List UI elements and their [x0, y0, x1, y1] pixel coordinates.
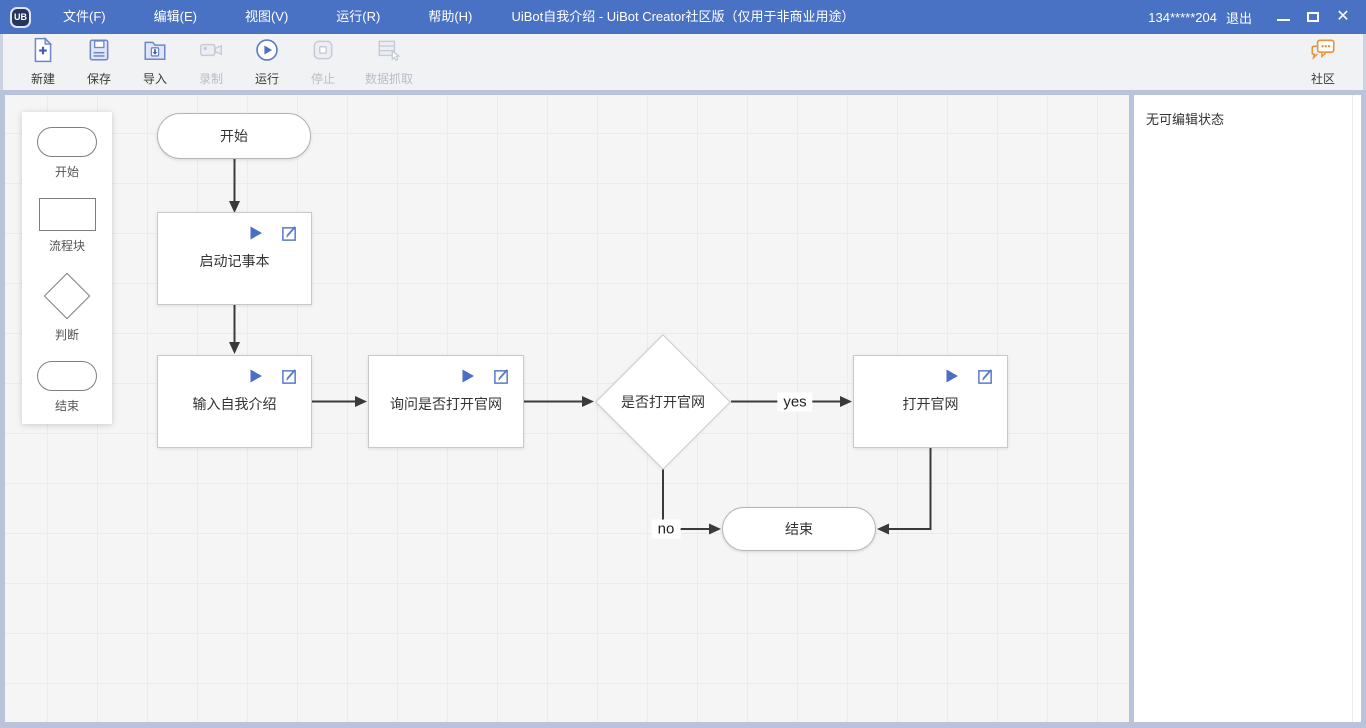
run-icon — [254, 37, 280, 68]
flow-node-start[interactable]: 开始 — [157, 113, 311, 159]
node-label: 结束 — [785, 521, 813, 537]
tool-label: 停止 — [310, 72, 335, 86]
node-label: 开始 — [220, 128, 248, 144]
save-button[interactable]: 保存 — [71, 37, 127, 87]
tool-label: 新建 — [30, 72, 55, 86]
menu-bar: 文件(F) 编辑(E) 视图(V) 运行(R) 帮助(H) — [51, 0, 508, 34]
record-button: 录制 — [183, 37, 239, 87]
minimize-button[interactable] — [1268, 0, 1298, 34]
edge-label-no: no — [651, 519, 681, 539]
tool-label: 数据抓取 — [364, 72, 413, 86]
title-bar: UB 文件(F) 编辑(E) 视图(V) 运行(R) 帮助(H) UiBot自我… — [0, 0, 1366, 34]
property-panel: 无可编辑状态 — [1134, 95, 1361, 722]
decision-shape-icon — [43, 272, 91, 320]
flow-node-ask-open-site[interactable]: 询问是否打开官网 — [368, 355, 524, 448]
maximize-button[interactable] — [1298, 0, 1328, 34]
tool-label: 社区 — [1310, 72, 1335, 86]
minimize-icon — [1276, 19, 1290, 21]
menu-view[interactable]: 视图(V) — [244, 9, 289, 24]
start-shape-icon — [37, 127, 97, 157]
node-label: 询问是否打开官网 — [390, 396, 502, 412]
panel-scrollbar[interactable] — [1352, 95, 1361, 722]
process-shape-icon — [38, 198, 96, 231]
palette-label: 结束 — [54, 399, 79, 413]
titlebar-right: 134*****204 退出 ✕ — [1148, 0, 1358, 34]
tool-label: 导入 — [142, 72, 167, 86]
edit-block-icon[interactable] — [493, 368, 510, 385]
shape-palette: 开始 流程块 判断 结束 — [22, 112, 112, 424]
flow-node-type-self-intro[interactable]: 输入自我介绍 — [157, 355, 312, 448]
tool-label: 运行 — [254, 72, 279, 86]
tool-label: 保存 — [86, 72, 111, 86]
menu-run[interactable]: 运行(R) — [336, 9, 381, 24]
close-button[interactable]: ✕ — [1336, 8, 1350, 25]
menu-edit[interactable]: 编辑(E) — [153, 9, 197, 24]
menu-help[interactable]: 帮助(H) — [428, 9, 473, 24]
new-button[interactable]: 新建 — [15, 37, 71, 87]
save-icon — [86, 37, 112, 68]
run-block-icon[interactable] — [248, 368, 264, 385]
tool-label: 录制 — [198, 72, 223, 86]
run-block-icon[interactable] — [944, 368, 960, 385]
flowchart-canvas[interactable]: 开始 流程块 判断 结束 — [5, 95, 1129, 722]
flow-node-open-site[interactable]: 打开官网 — [853, 355, 1008, 448]
node-label: 是否打开官网 — [621, 393, 705, 410]
import-button[interactable]: 导入 — [127, 37, 183, 87]
edit-block-icon[interactable] — [977, 368, 994, 385]
end-shape-icon — [37, 361, 97, 391]
edge-label-yes: yes — [777, 392, 813, 412]
record-icon — [198, 37, 224, 68]
run-block-icon[interactable] — [248, 225, 264, 242]
data-scrape-button: 数据抓取 — [351, 37, 427, 87]
run-block-icon[interactable] — [460, 368, 476, 385]
flow-node-launch-notepad[interactable]: 启动记事本 — [157, 212, 312, 305]
main-area: 开始 流程块 判断 结束 — [0, 90, 1366, 728]
node-label: 打开官网 — [902, 396, 959, 412]
new-file-icon — [30, 37, 56, 68]
edit-block-icon[interactable] — [281, 368, 298, 385]
flow-node-end[interactable]: 结束 — [722, 507, 876, 551]
palette-label: 开始 — [54, 165, 79, 179]
maximize-icon — [1307, 12, 1319, 22]
node-label: 启动记事本 — [199, 253, 270, 269]
toolbar: 新建 保存 导入 录制 运行 — [0, 34, 1366, 90]
palette-label: 流程块 — [48, 239, 85, 253]
palette-item-start[interactable]: 开始 — [37, 127, 97, 180]
palette-label: 判断 — [54, 328, 79, 342]
run-button[interactable]: 运行 — [239, 37, 295, 87]
palette-item-end[interactable]: 结束 — [37, 361, 97, 414]
logout-link[interactable]: 退出 — [1225, 10, 1252, 26]
uibot-logo-icon: UB — [10, 6, 31, 28]
window-title: UiBot自我介绍 - UiBot Creator社区版（仅用于非商业用途） — [511, 9, 855, 24]
palette-item-decision[interactable]: 判断 — [43, 272, 91, 343]
node-label: 输入自我介绍 — [192, 396, 277, 412]
menu-file[interactable]: 文件(F) — [63, 9, 106, 24]
palette-item-process-block[interactable]: 流程块 — [38, 198, 96, 254]
panel-status-text: 无可编辑状态 — [1146, 112, 1225, 127]
community-button[interactable]: 社区 — [1295, 37, 1351, 87]
stop-button: 停止 — [295, 37, 351, 87]
data-scrape-icon — [376, 37, 402, 68]
edit-block-icon[interactable] — [281, 225, 298, 242]
account-id: 134*****204 — [1148, 9, 1217, 25]
stop-icon — [310, 37, 336, 68]
community-icon — [1309, 37, 1337, 68]
import-icon — [142, 37, 168, 68]
flow-node-open-site-decision[interactable]: 是否打开官网 — [595, 333, 731, 470]
